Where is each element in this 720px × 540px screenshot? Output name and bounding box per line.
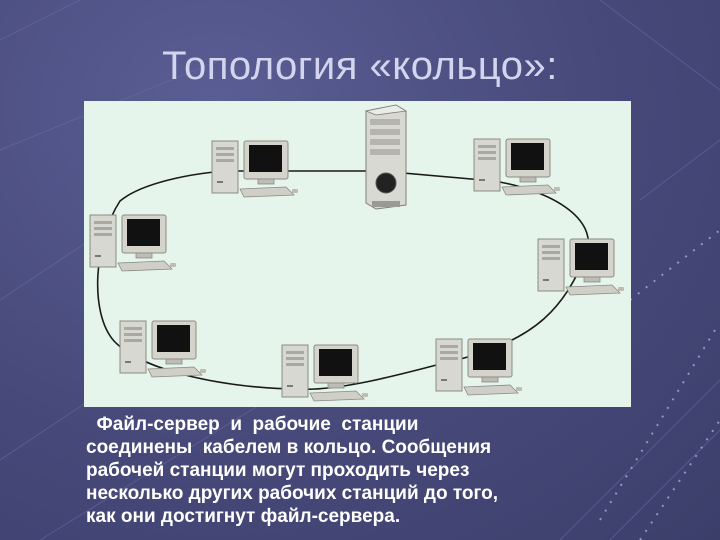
caption-line-5: как они достигнут файл-сервера. bbox=[86, 506, 401, 527]
workstation-node-6 bbox=[281, 344, 369, 402]
workstation-node-2 bbox=[473, 138, 561, 196]
caption-line-1: Файл-сервер и рабочие станции bbox=[86, 414, 419, 435]
caption-line-3: рабочей станции могут проходить через bbox=[86, 460, 470, 481]
file-server-node bbox=[365, 104, 407, 210]
slide-title: Топология «кольцо»: bbox=[162, 44, 558, 88]
workstation-node-1 bbox=[211, 140, 299, 198]
ring-diagram-canvas bbox=[89, 104, 625, 402]
workstation-node-4 bbox=[537, 238, 625, 296]
ring-topology-diagram bbox=[84, 101, 631, 407]
workstation-node-3 bbox=[89, 214, 177, 272]
caption-line-2: соединены кабелем в кольцо. Сообщения bbox=[86, 437, 492, 458]
workstation-node-5 bbox=[119, 320, 207, 378]
caption-line-4: несколько других рабочих станций до того… bbox=[86, 483, 499, 504]
workstation-node-7 bbox=[435, 338, 523, 396]
slide-caption: Файл-сервер и рабочие станции соединены … bbox=[86, 413, 626, 528]
